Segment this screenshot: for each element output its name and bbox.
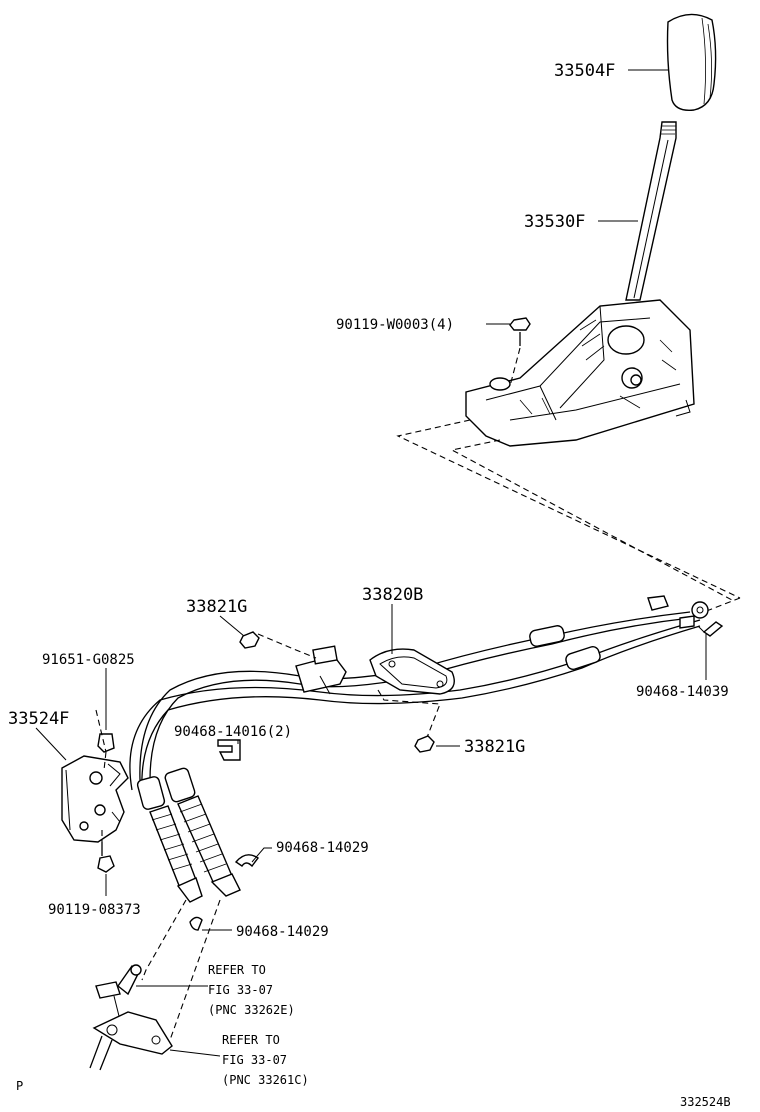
housing-bolt — [509, 317, 531, 387]
refer2-leader — [169, 1049, 221, 1057]
cable-bracket-plate — [61, 755, 129, 843]
transmission-linkage — [89, 899, 221, 1071]
label-clip-right: 90468-14039 — [636, 684, 729, 700]
label-knob: 33504F — [554, 61, 615, 81]
label-clip-two: 90468-14016(2) — [174, 724, 292, 740]
shift-knob — [666, 13, 717, 111]
label-nut-lower: 33821G — [464, 737, 525, 757]
refer1-line2: FIG 33-07 — [208, 983, 273, 997]
nut-lower-dash — [377, 689, 441, 741]
nut-upper-dash — [257, 633, 317, 659]
label-bolt-bracket: 90119-08373 — [48, 902, 141, 918]
diagram-code: 332524B — [680, 1095, 731, 1109]
nut-lower — [414, 735, 435, 753]
label-bolt-main: 90119-W0003(4) — [336, 317, 454, 333]
nut-upper — [239, 631, 260, 649]
nut-upper-leader — [219, 615, 245, 637]
bracket-bolt — [97, 830, 115, 873]
small-bolt — [95, 709, 115, 771]
label-bolt-small: 91651-G0825 — [42, 652, 135, 668]
label-lever: 33530F — [524, 212, 585, 232]
shift-lever — [625, 121, 677, 301]
corner-left-mark: P — [16, 1079, 23, 1093]
cable-end-left — [136, 776, 203, 903]
label-bracket: 33524F — [8, 709, 69, 729]
mount-dashes — [396, 419, 741, 613]
shift-cables — [129, 595, 709, 791]
clip-two — [217, 739, 241, 761]
clip-right — [697, 621, 724, 637]
refer2-line1: REFER TO — [222, 1033, 280, 1047]
label-cable-asm: 33820B — [362, 585, 423, 605]
label-clip-mid: 90468-14029 — [276, 840, 369, 856]
clip-mid-leader — [251, 847, 272, 863]
shift-housing — [465, 299, 695, 447]
clip-mid — [234, 854, 260, 868]
cable-bracket — [369, 648, 455, 695]
refer1-line3: (PNC 33262E) — [208, 1003, 295, 1017]
bracket-leader — [35, 727, 67, 761]
cable-end-right — [164, 767, 241, 897]
refer2-line3: (PNC 33261C) — [222, 1073, 309, 1087]
clip-low — [189, 916, 203, 931]
refer1-line1: REFER TO — [208, 963, 266, 977]
label-nut-upper: 33821G — [186, 597, 247, 617]
label-clip-low: 90468-14029 — [236, 924, 329, 940]
refer2-line2: FIG 33-07 — [222, 1053, 287, 1067]
